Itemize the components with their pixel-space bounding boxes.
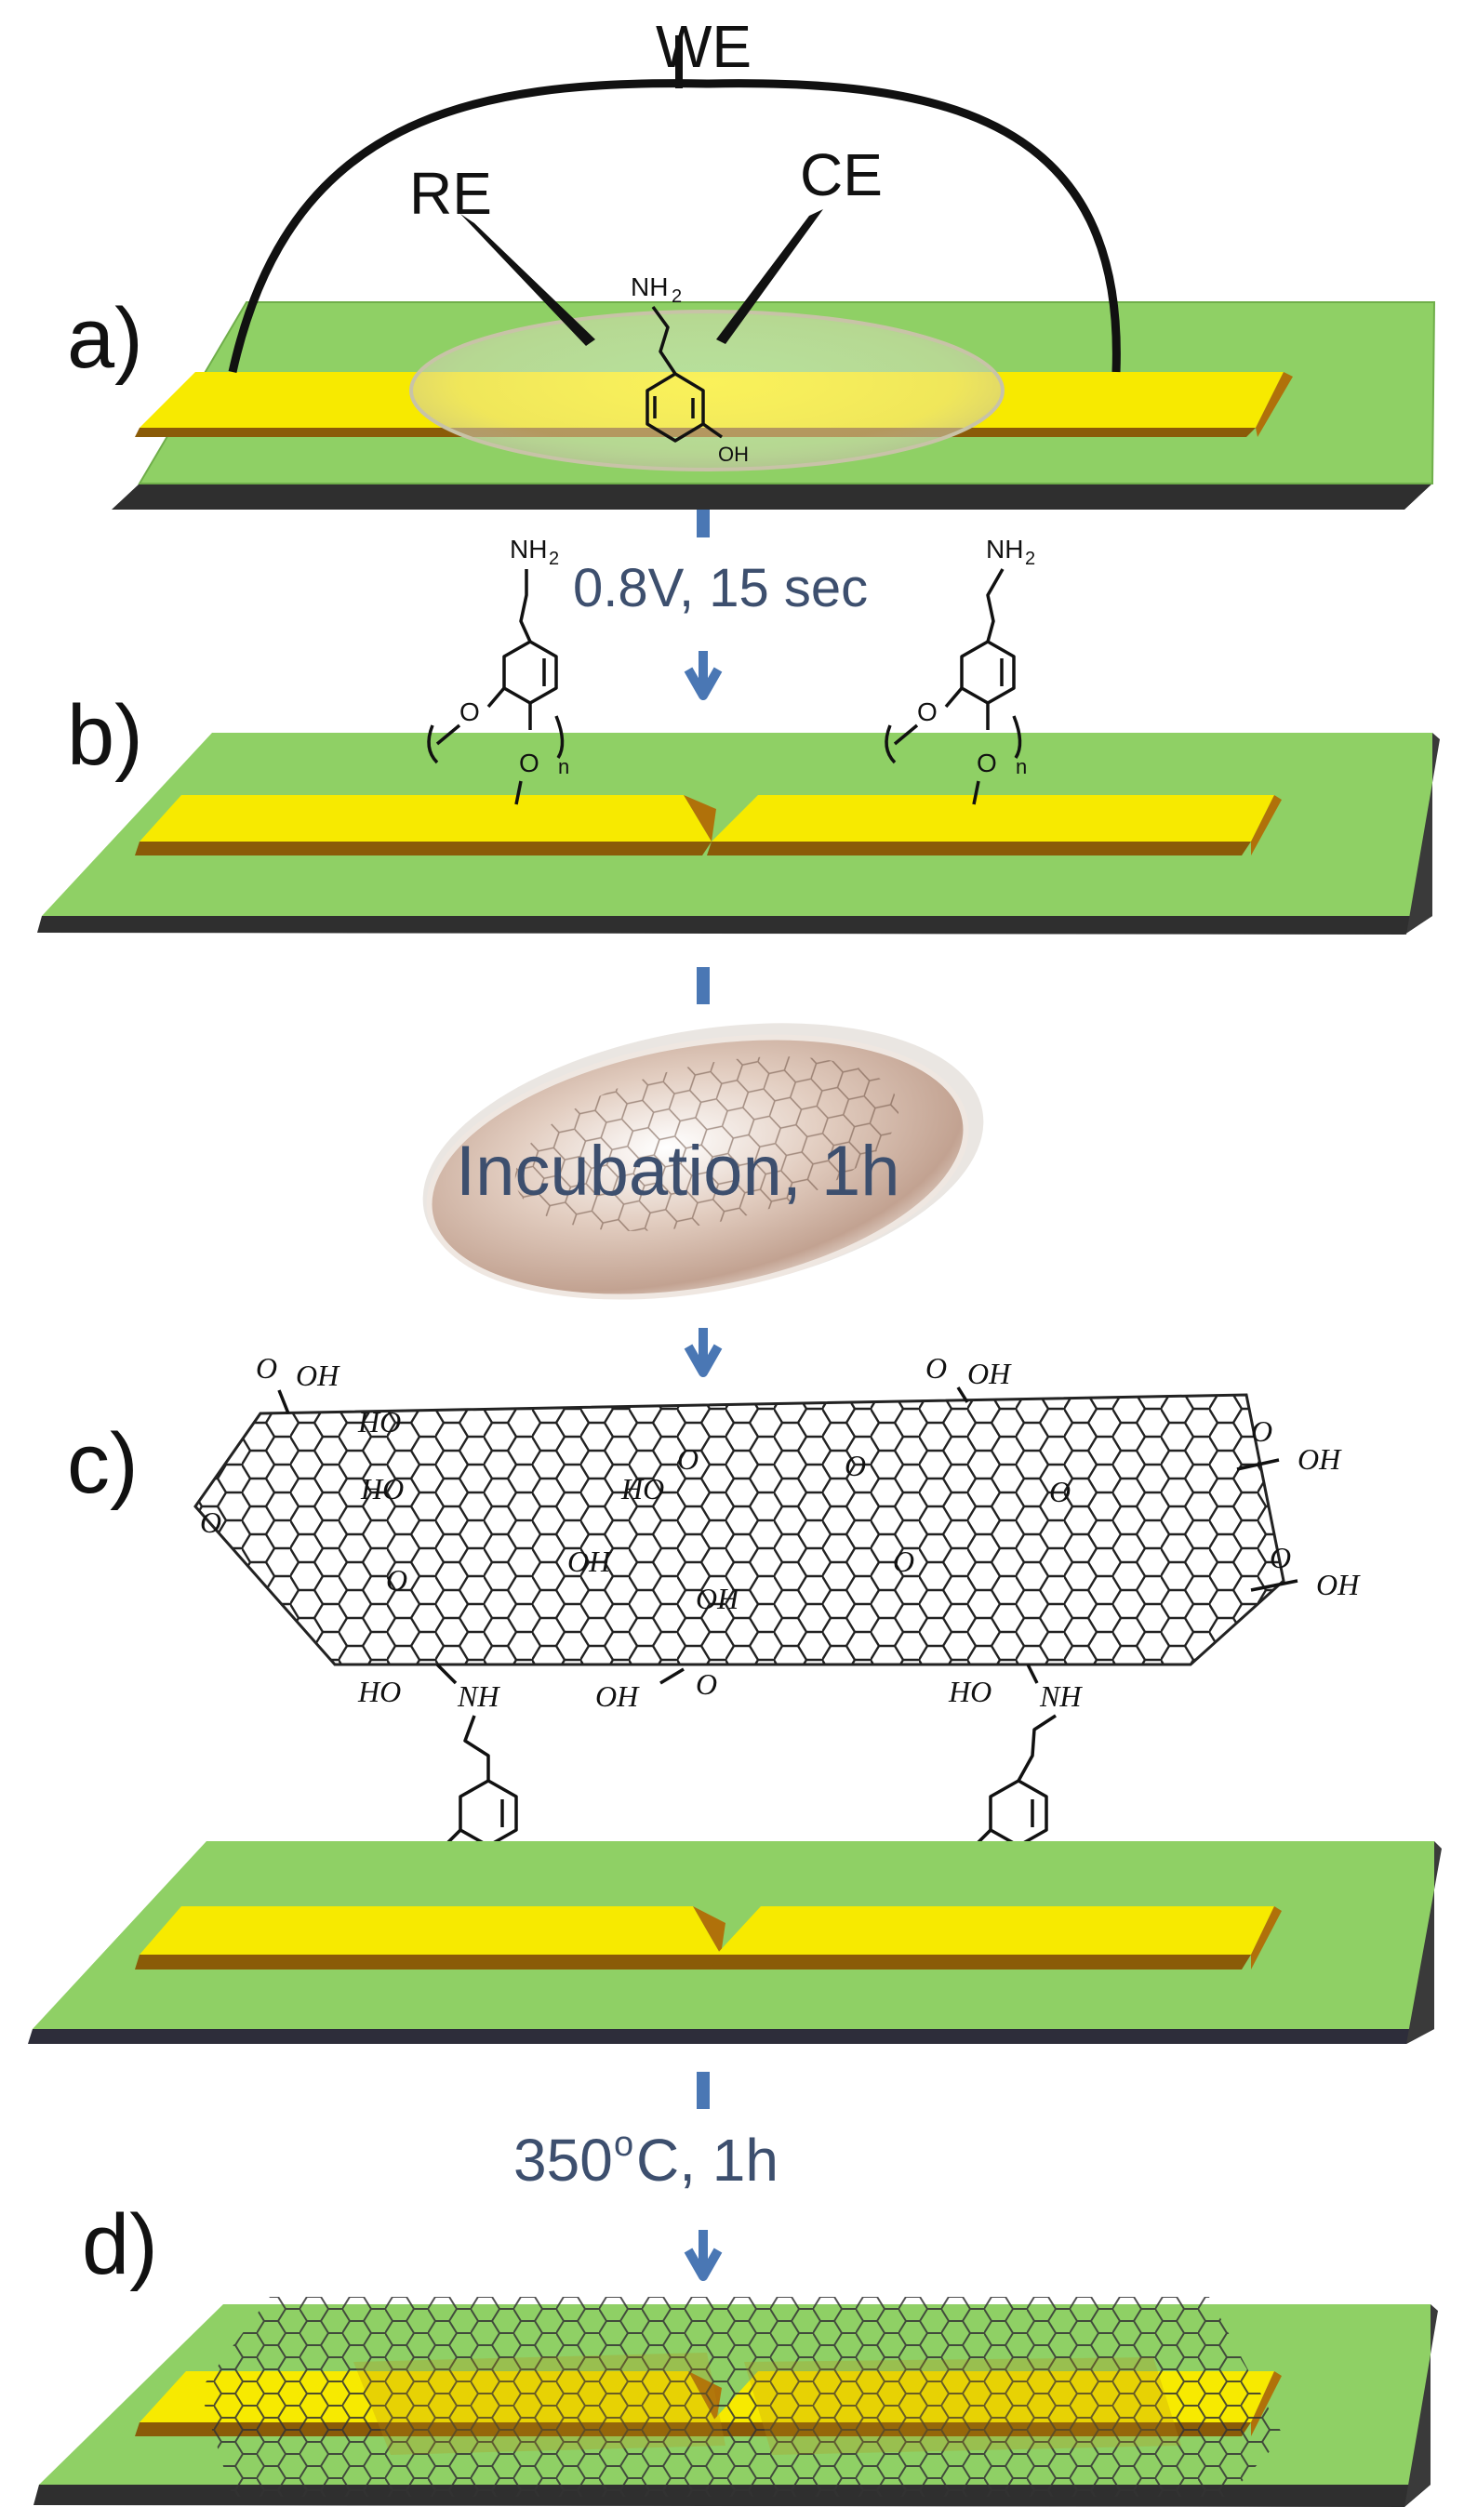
cooh-o-4: O [1270, 1541, 1291, 1574]
go-oh-1: OH [567, 1545, 612, 1578]
carboxyl-group-top-left: O OH [256, 1351, 340, 1414]
ether-o-b2: O [917, 697, 938, 726]
carboxyl-group-bottom: OH O [595, 1667, 717, 1713]
reduced-graphene-oxide-film [200, 2297, 1284, 2497]
go-ho-1: HO [357, 1405, 401, 1439]
panel-label-b: b) [67, 688, 143, 783]
nh-left: NH [457, 1679, 500, 1713]
panel-b: b) NH 2 O O [37, 535, 1440, 935]
go-o-5: O [893, 1545, 914, 1578]
step-3-rest: C, 1h [636, 2127, 779, 2194]
cooh-bottom-o: O [696, 1667, 717, 1701]
re-label: RE [409, 160, 492, 227]
go-oh-2: OH [696, 1582, 740, 1615]
process-arrow-1: 0.8V, 15 sec [573, 510, 868, 700]
step-2-label: Incubation, 1h [456, 1132, 900, 1211]
process-arrow-3: 350 o C, 1h [513, 2072, 779, 2281]
gold-electrode-c-left [135, 1906, 725, 1970]
step-3-temp: 350 [513, 2127, 613, 2194]
hydroxyl-label: OH [718, 443, 749, 466]
go-ho-2: HO [360, 1472, 404, 1505]
ether-o-b1b: O [519, 749, 539, 777]
go-ho-3: HO [620, 1472, 664, 1505]
cooh-bottom-oh: OH [595, 1679, 640, 1713]
cooh-o-3: O [1251, 1414, 1272, 1448]
carboxyl-group-right-1: O OH [1236, 1414, 1342, 1476]
polytyramine-right: NH 2 O O n [885, 535, 1035, 805]
tyramine-molecule: NH 2 OH [631, 272, 749, 466]
cooh-oh-1: OH [296, 1359, 340, 1392]
ce-label: CE [800, 141, 883, 208]
process-arrow-2: Incubation, 1h [422, 967, 984, 1377]
carboxyl-group-right-2: O OH [1250, 1541, 1361, 1601]
amine-label-b1: NH [510, 535, 547, 564]
nh-right: NH [1039, 1679, 1083, 1713]
gold-electrode-b-right [707, 795, 1282, 855]
repeat-n-b2: n [1016, 755, 1027, 778]
substrate-c [28, 1841, 1442, 2044]
ether-o-b1: O [459, 697, 480, 726]
amine-sub-b1: 2 [549, 549, 559, 569]
graphene-oxide-sheet: O OH O OH O OH O OH HO HO HO [193, 1351, 1361, 1713]
amine-label: NH [631, 272, 668, 301]
amine-label-b2: NH [986, 535, 1023, 564]
repeat-n-b1: n [558, 755, 569, 778]
go-o-2: O [677, 1442, 699, 1476]
cooh-oh-3: OH [1298, 1442, 1342, 1476]
go-o-1: O [200, 1505, 221, 1539]
panel-a: a) WE RE CE NH 2 [67, 13, 1436, 510]
cooh-o-1: O [256, 1351, 277, 1385]
step-3-degree: o [614, 2125, 633, 2164]
amine-subscript: 2 [672, 286, 682, 307]
go-ho-bottom-2: HO [948, 1675, 992, 1708]
working-electrode-wire [228, 79, 1121, 373]
gold-electrode-c-right [712, 1906, 1282, 1970]
go-o-4: O [1049, 1475, 1071, 1508]
gold-electrode-b-left [135, 795, 716, 855]
graphene-oxide-droplet [422, 1023, 984, 1300]
step-1-label: 0.8V, 15 sec [573, 558, 868, 618]
amine-sub-b2: 2 [1025, 549, 1035, 569]
panel-label-a: a) [67, 291, 143, 386]
panel-c: c) O OH O OH O OH O OH [28, 1351, 1442, 2044]
ether-o-b2b: O [977, 749, 997, 777]
cooh-oh-2: OH [967, 1357, 1012, 1390]
go-ho-bottom-1: HO [357, 1675, 401, 1708]
cooh-oh-4: OH [1316, 1568, 1361, 1601]
we-label: WE [656, 13, 752, 80]
panel-d: d) [33, 2197, 1438, 2507]
go-o-3: O [845, 1449, 866, 1482]
carboxyl-group-top-right: O OH [925, 1351, 1012, 1403]
counter-electrode-probe [716, 209, 823, 344]
panel-label-c: c) [67, 1416, 139, 1511]
reference-electrode-probe [460, 214, 595, 346]
electrolyte-droplet [409, 310, 1005, 471]
panel-label-d: d) [82, 2197, 158, 2292]
cooh-o-2: O [925, 1351, 947, 1385]
polytyramine-left: NH 2 O O n [427, 535, 569, 805]
go-o-6: O [386, 1563, 407, 1597]
